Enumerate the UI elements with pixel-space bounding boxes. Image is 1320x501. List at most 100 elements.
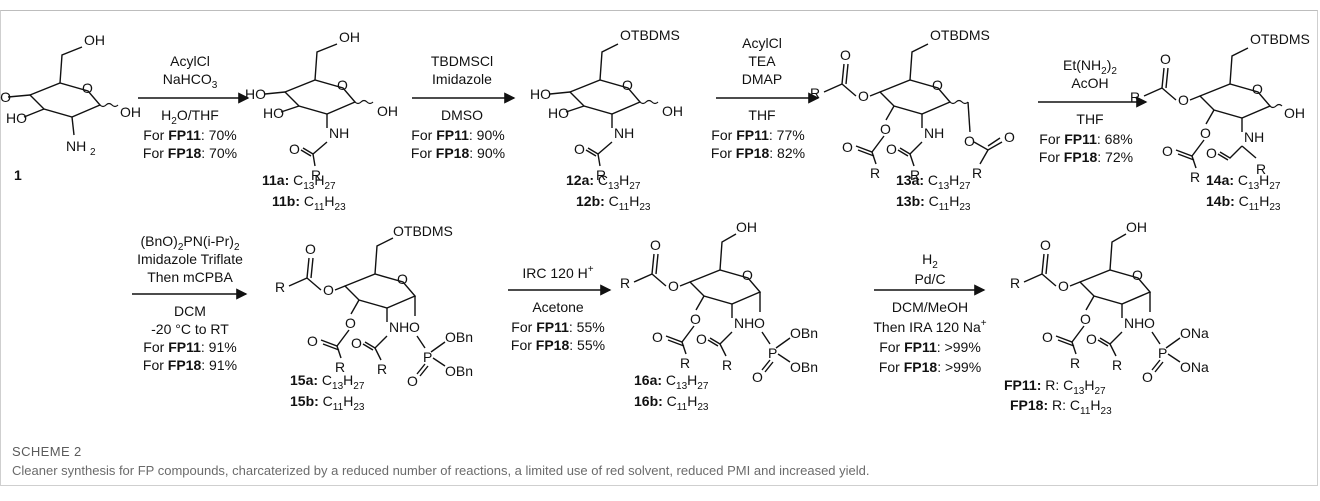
step-5-yield-fp18: For FP18: 91% [143,357,237,373]
compound-16-structure: OH O O O R O O R NH O R O P OBn OBn O [620,219,818,385]
step-1: AcylCl NaHCO3 H2O/THF For FP11: 70% For … [138,53,250,161]
step-1-yield-fp18: For FP18: 70% [143,145,237,161]
svg-text:OH: OH [736,219,757,235]
step-2-yield-fp11: For FP11: 90% [411,127,504,143]
svg-text:R: R [1070,355,1080,371]
svg-text:O: O [1080,311,1091,327]
compound-15b-label: 15b: C11H23 [290,393,365,413]
svg-text:O: O [1252,81,1263,97]
svg-text:ONa: ONa [1180,325,1209,341]
svg-text:R: R [870,165,880,181]
svg-text:R: R [311,167,321,183]
svg-text:OTBDMS: OTBDMS [1250,31,1310,47]
svg-text:NH: NH [734,315,754,331]
svg-text:O: O [307,333,318,349]
reaction-scheme: OH O HO HO NH 2 OH 1 AcylCl NaHCO3 H2O/T… [0,27,1310,417]
step-3-yield-fp11: For FP11: 77% [711,127,804,143]
compound-14b-label: 14b: C11H23 [1206,193,1281,213]
svg-text:O: O [842,139,853,155]
svg-text:O: O [840,47,851,63]
svg-text:R: R [1010,275,1020,291]
step-7-workup: Then IRA 120 Na+ [873,318,986,335]
svg-text:OH: OH [1126,219,1147,235]
svg-text:O: O [1132,267,1143,283]
svg-text:OH: OH [84,32,105,48]
svg-text:O: O [932,77,943,93]
svg-text:R: R [972,165,982,181]
svg-text:NH: NH [924,125,944,141]
svg-text:R: R [1256,161,1266,177]
svg-text:R: R [722,357,732,373]
svg-text:O: O [289,141,300,157]
svg-text:O: O [754,315,765,331]
step-4-reagent-1: Et(NH2)2 [1063,57,1117,77]
svg-text:OH: OH [120,104,141,120]
svg-text:R: R [1112,357,1122,373]
step-2-reagent-2: Imidazole [432,71,492,87]
svg-text:OBn: OBn [790,359,818,375]
compound-1-structure: OH O HO HO NH 2 OH [0,32,141,158]
step-6-reagent-1: IRC 120 H+ [522,264,593,281]
svg-text:R: R [377,361,387,377]
svg-text:O: O [652,329,663,345]
svg-text:O: O [397,271,408,287]
svg-text:R: R [810,85,820,101]
svg-text:R: R [1190,169,1200,185]
step-3-solvent: THF [748,107,775,123]
step-6: IRC 120 H+ Acetone For FP11: 55% For FP1… [508,264,612,353]
svg-text:P: P [1158,345,1167,361]
step-1-yield-fp11: For FP11: 70% [143,127,236,143]
svg-text:O: O [337,77,348,93]
compound-12a-label: 12a: C13H27 [566,172,641,192]
svg-text:ONa: ONa [1180,359,1209,375]
step-1-solvent: H2O/THF [161,107,219,127]
svg-text:OTBDMS: OTBDMS [620,27,680,43]
step-7-yield-fp11: For FP11: >99% [879,339,981,355]
svg-text:O: O [668,278,679,294]
step-4-yield-fp11: For FP11: 68% [1039,131,1132,147]
step-6-solvent: Acetone [532,299,584,315]
svg-text:OH: OH [1284,105,1305,121]
scheme-caption: Cleaner synthesis for FP compounds, char… [12,463,870,478]
svg-text:OH: OH [662,103,683,119]
svg-text:NH: NH [614,125,634,141]
step-5-reagent-2: Imidazole Triflate [137,251,243,267]
compound-16a-label: 16a: C13H27 [634,372,709,392]
step-2-yield-fp18: For FP18: 90% [411,145,505,161]
step-5-solvent: DCM [174,303,206,319]
svg-text:O: O [1142,369,1153,385]
step-1-reagent-1: AcylCl [170,53,210,69]
svg-text:OBn: OBn [790,325,818,341]
svg-text:HO: HO [6,110,27,126]
svg-text:O: O [858,88,869,104]
compound-12b-label: 12b: C11H23 [576,193,651,213]
step-2-reagent-1: TBDMSCl [431,53,493,69]
compound-14a-label: 14a: C13H27 [1206,172,1281,192]
step-5-reagent-3: Then mCPBA [147,269,233,285]
svg-text:OBn: OBn [445,363,473,379]
svg-text:OTBDMS: OTBDMS [930,27,990,43]
step-5-reagent-1: (BnO)2PN(i-Pr)2 [140,233,239,253]
svg-text:R: R [680,355,690,371]
step-3: AcylCl TEA DMAP THF For FP11: 77% For FP… [711,35,820,161]
svg-text:NH: NH [389,319,409,335]
step-7-reagent-2: Pd/C [914,271,945,287]
svg-text:OH: OH [377,103,398,119]
compound-14-structure: OTBDMS O O O R O O R NH O R OH [1130,31,1310,185]
fp11-r-label: FP11: R: C13H27 [1004,377,1106,397]
svg-text:O: O [752,369,763,385]
step-4-reagent-2: AcOH [1071,75,1108,91]
svg-text:P: P [423,349,432,365]
svg-text:O: O [1040,237,1051,253]
svg-text:OH: OH [339,29,360,45]
svg-text:O: O [345,315,356,331]
svg-text:O: O [1200,125,1211,141]
svg-text:NH: NH [1244,129,1264,145]
svg-text:O: O [964,133,975,149]
svg-text:O: O [1058,278,1069,294]
svg-text:O: O [742,267,753,283]
svg-text:R: R [596,167,606,183]
compound-1-label: 1 [14,167,22,183]
step-3-yield-fp18: For FP18: 82% [711,145,805,161]
svg-text:R: R [620,275,630,291]
